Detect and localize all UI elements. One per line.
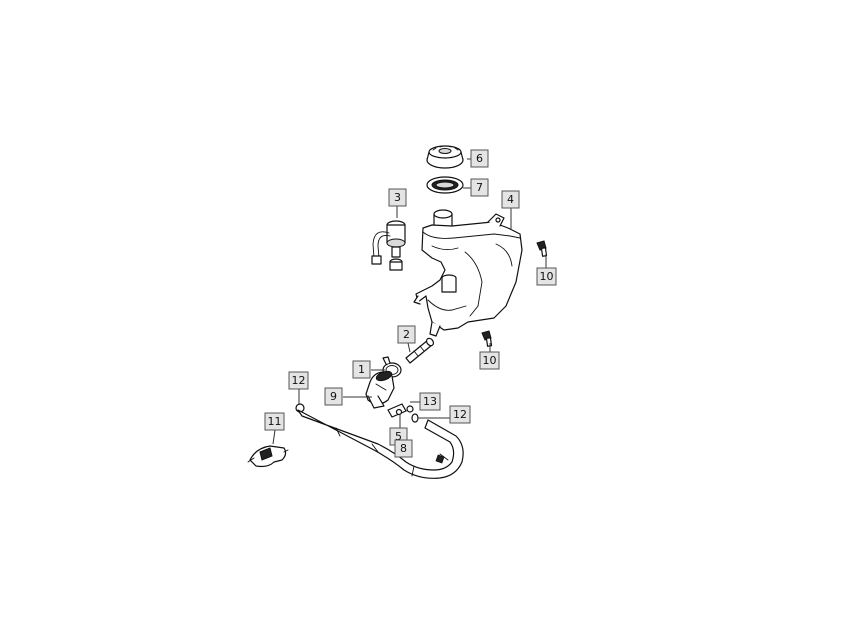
callout-6-label: 6 [476, 152, 483, 165]
fitting-part [405, 337, 435, 364]
callout-12-left-label: 12 [292, 374, 306, 387]
hose-part [297, 409, 464, 479]
callout-7-label: 7 [476, 181, 483, 194]
level-sensor-part [371, 220, 406, 271]
callout-7: 7 [470, 178, 489, 197]
callout-10-upper: 10 [536, 267, 557, 286]
leader-2 [407, 342, 411, 353]
elbow-connector-part [365, 370, 395, 409]
callout-10-lower: 10 [479, 351, 500, 370]
callout-4: 4 [501, 190, 520, 209]
small-fitting-part [387, 403, 414, 418]
callout-1-label: 1 [358, 363, 365, 376]
callout-12-left: 12 [288, 371, 309, 390]
bracket-clamp-part [247, 445, 289, 468]
callout-11-label: 11 [268, 415, 282, 428]
callout-12-right: 12 [449, 405, 471, 424]
callout-9: 9 [324, 387, 343, 406]
callout-4-label: 4 [507, 193, 514, 206]
callout-2-label: 2 [403, 328, 410, 341]
callout-11: 11 [264, 412, 285, 431]
callout-12-right-label: 12 [453, 408, 467, 421]
cap-part [426, 145, 464, 169]
callout-9-label: 9 [330, 390, 337, 403]
callout-1: 1 [352, 360, 371, 379]
callout-6: 6 [470, 149, 489, 168]
callout-5-label: 5 [395, 430, 402, 443]
callout-10-lower-label: 10 [483, 354, 497, 367]
callout-3-label: 3 [394, 191, 401, 204]
callout-2: 2 [397, 325, 416, 344]
bolt-upper-part [536, 240, 548, 257]
gasket-part [426, 176, 464, 194]
callout-8-label: 8 [400, 442, 407, 455]
clip-right-part [411, 413, 419, 423]
leader-11 [272, 429, 276, 445]
callout-13: 13 [419, 392, 441, 411]
callout-13-label: 13 [423, 395, 437, 408]
callout-8: 8 [394, 439, 413, 458]
reservoir-tank-part [413, 209, 523, 337]
callout-3: 3 [388, 188, 407, 207]
callout-10-upper-label: 10 [540, 270, 554, 283]
